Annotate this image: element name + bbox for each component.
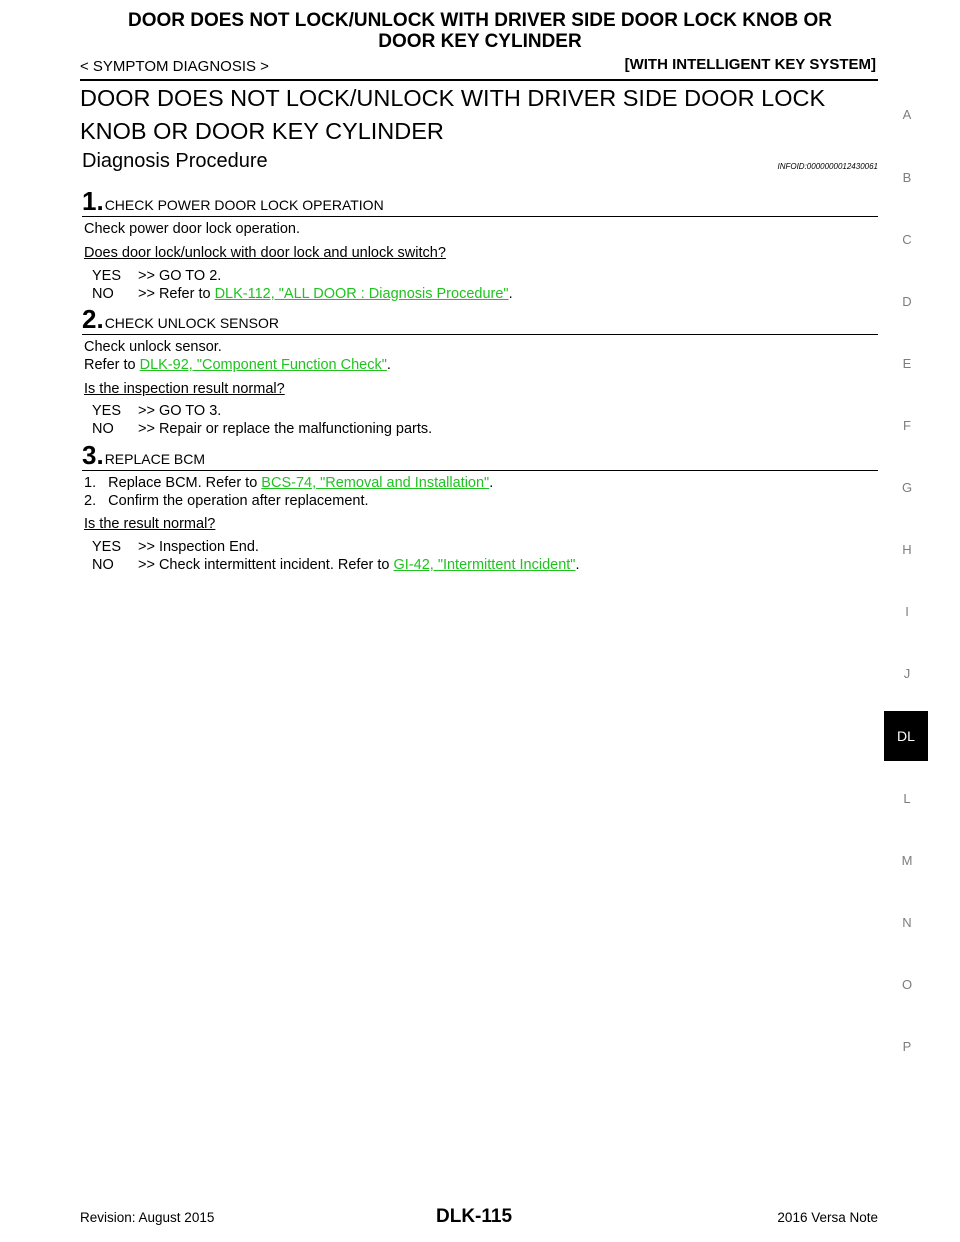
link-dlk-92[interactable]: DLK-92, "Component Function Check" xyxy=(139,357,387,373)
footer-model: 2016 Versa Note xyxy=(777,1210,878,1225)
item-1-suffix: . xyxy=(489,475,494,491)
header-section-label: < SYMPTOM DIAGNOSIS > xyxy=(80,58,269,75)
no-text: >> Refer to xyxy=(138,286,215,302)
link-dlk-112[interactable]: DLK-112, "ALL DOOR : Diagnosis Procedure… xyxy=(214,286,509,302)
no-label: NO xyxy=(92,557,114,573)
step-3-item-2: 2. Confirm the operation after replaceme… xyxy=(84,493,369,509)
step-2-number: 2. xyxy=(82,304,104,334)
step-2-yes: YES >> GO TO 3. xyxy=(92,403,221,419)
reference-suffix: . xyxy=(386,357,391,373)
yes-text: >> GO TO 3. xyxy=(138,403,222,419)
page-title-line2: KNOB OR DOOR KEY CYLINDER xyxy=(80,118,444,144)
step-3-title: REPLACE BCM xyxy=(104,451,206,467)
info-id: INFOID:0000000012430061 xyxy=(777,162,878,171)
header-system-label: [WITH INTELLIGENT KEY SYSTEM] xyxy=(624,56,876,73)
side-index-a[interactable]: A xyxy=(902,107,912,122)
link-gi-42[interactable]: GI-42, "Intermittent Incident" xyxy=(393,557,576,573)
yes-text: >> Inspection End. xyxy=(138,539,259,555)
header-title-line2: DOOR KEY CYLINDER xyxy=(378,31,582,52)
header-rule xyxy=(80,79,878,81)
no-suffix: . xyxy=(575,557,580,573)
side-index-g[interactable]: G xyxy=(901,480,913,495)
step-3-number: 3. xyxy=(82,440,104,470)
side-index-n[interactable]: N xyxy=(902,915,912,930)
step-3-heading: 3.REPLACE BCM xyxy=(82,440,205,471)
step-3-item-1: 1. Replace BCM. Refer to BCS-74, "Remova… xyxy=(84,475,493,491)
side-index-dl-active[interactable]: DL xyxy=(884,711,928,761)
no-label: NO xyxy=(92,286,114,302)
step-3-no: NO >> Check intermittent incident. Refer … xyxy=(92,557,580,573)
yes-label: YES xyxy=(92,268,122,284)
step-2-title: CHECK UNLOCK SENSOR xyxy=(104,315,279,331)
no-label: NO xyxy=(92,421,114,437)
step-2-instruction: Check unlock sensor. xyxy=(84,339,222,355)
side-index-m[interactable]: M xyxy=(901,853,913,868)
yes-label: YES xyxy=(92,539,122,555)
side-index-c[interactable]: C xyxy=(902,232,912,247)
side-index-d[interactable]: D xyxy=(902,294,912,309)
no-text: >> Repair or replace the malfunctioning … xyxy=(138,421,433,437)
page-title-line1: DOOR DOES NOT LOCK/UNLOCK WITH DRIVER SI… xyxy=(80,85,826,111)
header-title-line1: DOOR DOES NOT LOCK/UNLOCK WITH DRIVER SI… xyxy=(127,10,833,31)
step-2-rule xyxy=(82,334,878,335)
step-1-heading: 1.CHECK POWER DOOR LOCK OPERATION xyxy=(82,186,384,217)
side-index-f[interactable]: F xyxy=(903,418,911,433)
step-1-instruction: Check power door lock operation. xyxy=(84,221,301,237)
step-2-no: NO >> Repair or replace the malfunctionin… xyxy=(92,421,432,437)
step-1-rule xyxy=(82,216,878,217)
section-title: Diagnosis Procedure xyxy=(82,150,268,172)
side-index-l[interactable]: L xyxy=(903,791,911,806)
step-2-reference: Refer to DLK-92, "Component Function Che… xyxy=(84,357,391,373)
step-1-number: 1. xyxy=(82,186,104,216)
side-index-h[interactable]: H xyxy=(902,542,912,557)
link-bcs-74[interactable]: BCS-74, "Removal and Installation" xyxy=(261,475,490,491)
yes-label: YES xyxy=(92,403,122,419)
side-index-b[interactable]: B xyxy=(902,170,912,185)
header-title: DOOR DOES NOT LOCK/UNLOCK WITH DRIVER SI… xyxy=(80,10,880,52)
reference-prefix: Refer to xyxy=(84,357,140,373)
step-2-heading: 2.CHECK UNLOCK SENSOR xyxy=(82,304,279,335)
page-title: DOOR DOES NOT LOCK/UNLOCK WITH DRIVER SI… xyxy=(80,82,878,148)
step-2-question: Is the inspection result normal? xyxy=(84,381,285,397)
no-suffix: . xyxy=(508,286,513,302)
step-1-title: CHECK POWER DOOR LOCK OPERATION xyxy=(104,197,384,213)
no-text: >> Check intermittent incident. Refer to xyxy=(138,557,394,573)
step-3-question: Is the result normal? xyxy=(84,516,216,532)
side-index-p[interactable]: P xyxy=(902,1039,912,1054)
side-index-i[interactable]: I xyxy=(905,604,909,619)
side-index-j[interactable]: J xyxy=(903,666,911,681)
step-1-question: Does door lock/unlock with door lock and… xyxy=(84,245,446,261)
footer-revision: Revision: August 2015 xyxy=(80,1210,215,1225)
step-3-rule xyxy=(82,470,878,471)
side-index-e[interactable]: E xyxy=(902,356,912,371)
step-1-no: NO >> Refer to DLK-112, "ALL DOOR : Diagn… xyxy=(92,286,513,302)
step-3-yes: YES >> Inspection End. xyxy=(92,539,259,555)
footer-page-number: DLK-115 xyxy=(436,1206,513,1227)
yes-text: >> GO TO 2. xyxy=(138,268,222,284)
item-1-prefix: 1. Replace BCM. Refer to xyxy=(84,475,262,491)
step-1-yes: YES >> GO TO 2. xyxy=(92,268,221,284)
side-index-o[interactable]: O xyxy=(901,977,913,992)
